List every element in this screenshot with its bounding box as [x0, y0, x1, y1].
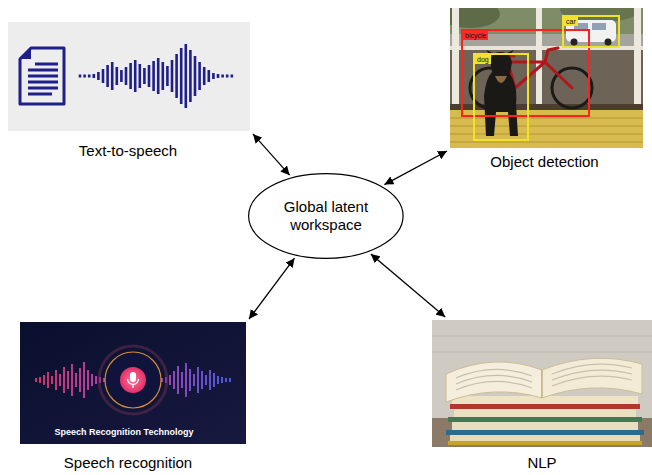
speech-recognition-banner — [20, 322, 246, 444]
detection-tag: dog — [475, 55, 491, 64]
double-arrow — [253, 134, 290, 175]
ellipse-shape — [249, 174, 403, 259]
panel-caption: Speech recognition — [64, 455, 192, 472]
double-arrow — [371, 254, 445, 317]
node-label: Global latent workspace — [274, 198, 378, 234]
image-panel: NLP — [432, 320, 652, 447]
detection-tag: bicycle — [463, 31, 488, 40]
books-photo — [432, 320, 652, 447]
workspace-ellipse: Global latent workspace — [248, 173, 404, 259]
panel-caption: Text-to-speech — [79, 143, 177, 160]
image-panel: Text-to-speech — [8, 22, 250, 131]
double-arrow — [384, 151, 447, 185]
double-arrow — [249, 258, 294, 319]
connectors — [249, 134, 447, 319]
tts-illustration — [8, 22, 250, 131]
banner-text: Speech Recognition Technology — [55, 427, 194, 438]
image-panel: Object detection — [450, 8, 643, 148]
detection-photo — [450, 8, 643, 148]
image-panel: Speech recognition — [20, 322, 246, 444]
panel-caption: Object detection — [490, 154, 598, 171]
detection-tag: car — [564, 17, 578, 26]
panel-caption: NLP — [527, 455, 556, 472]
